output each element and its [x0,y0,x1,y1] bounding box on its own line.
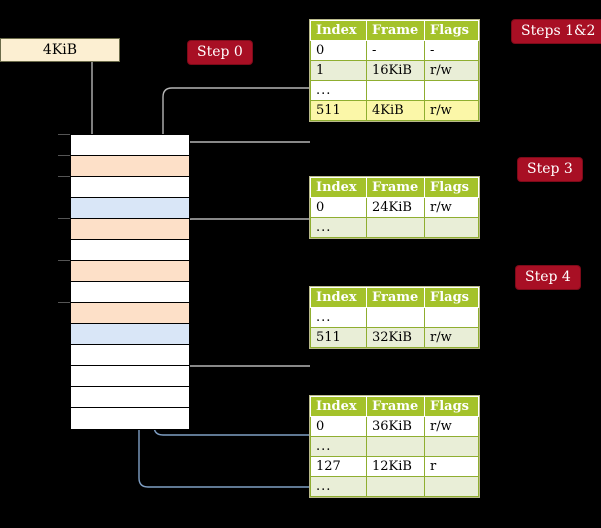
memory-row-tick [58,218,70,219]
table-cell: 0 [310,197,367,218]
table-cell: 0 [310,40,367,61]
memory-row-tick [58,176,70,177]
memory-row-tick [58,155,70,156]
table-cell: 12KiB [366,456,425,477]
table-cell: - [424,40,479,61]
memory-frame-row [71,282,189,303]
badge-step-3: Step 3 [518,158,582,181]
memory-frame-row [71,135,189,156]
table-cell: 4KiB [366,100,425,121]
table-row: 0-- [310,40,479,61]
table-cell: r/w [424,197,479,218]
column-header-index: Index [310,177,367,198]
table-cell: r/w [424,60,479,81]
virtual-address-label: 4KiB [42,42,78,58]
column-header-index: Index [310,20,367,41]
badge-step-4: Step 4 [516,266,580,289]
table-cell: ... [310,80,367,101]
memory-frame-row [71,177,189,198]
memory-frame-row [71,240,189,261]
table-cell: 511 [310,327,367,348]
memory-row-tick [58,302,70,303]
memory-frame-row [71,261,189,282]
table-row: ... [310,436,479,457]
column-header-index: Index [310,287,367,308]
table-row: ... [310,80,479,101]
column-header-frame: Frame [366,396,425,417]
table-cell: 1 [310,60,367,81]
memory-frame-row [71,219,189,240]
table-cell: ... [310,307,367,328]
table-cell [366,80,425,101]
table-cell [366,476,425,497]
badge-step-0: Step 0 [188,41,252,64]
table-cell: r/w [424,100,479,121]
memory-frame-row [71,408,189,429]
column-header-frame: Frame [366,177,425,198]
table-row: ... [310,307,479,328]
table-cell [366,217,425,238]
wire-t3-row511 [180,322,310,367]
table-cell: r/w [424,416,479,437]
memory-frame-row [71,303,189,324]
table-row: ... [310,217,479,238]
column-header-flags: Flags [424,287,479,308]
wire-t2-row0 [182,218,310,262]
table-cell [424,80,479,101]
memory-frame-row [71,387,189,408]
virtual-address-box: 4KiB [0,38,120,62]
table-cell [424,476,479,497]
memory-frame-row [71,366,189,387]
table-cell: ... [310,436,367,457]
table-cell: r [424,456,479,477]
table-cell: 0 [310,416,367,437]
table-cell: 511 [310,100,367,121]
table-cell [366,436,425,457]
table-cell: 127 [310,456,367,477]
table-cell: ... [310,476,367,497]
table-cell: 24KiB [366,197,425,218]
column-header-flags: Flags [424,20,479,41]
table-cell: 36KiB [366,416,425,437]
physical-memory-frames [70,134,190,430]
column-header-frame: Frame [366,20,425,41]
table-cell [424,217,479,238]
column-header-flags: Flags [424,396,479,417]
table-cell: r/w [424,327,479,348]
table-cell [366,307,425,328]
table-cell: ... [310,217,367,238]
memory-row-tick [58,134,70,135]
column-header-frame: Frame [366,287,425,308]
memory-frame-row [71,324,189,345]
column-header-flags: Flags [424,177,479,198]
column-header-index: Index [310,396,367,417]
memory-row-tick [58,260,70,261]
badge-steps-1-2: Steps 1&2 [512,20,601,43]
table-cell [424,307,479,328]
table-cell: 16KiB [366,60,425,81]
table-cell [424,436,479,457]
table-cell: - [366,40,425,61]
memory-frame-row [71,198,189,219]
memory-frame-row [71,156,189,177]
table-cell: 32KiB [366,327,425,348]
memory-frame-row [71,345,189,366]
table-row: ... [310,476,479,497]
